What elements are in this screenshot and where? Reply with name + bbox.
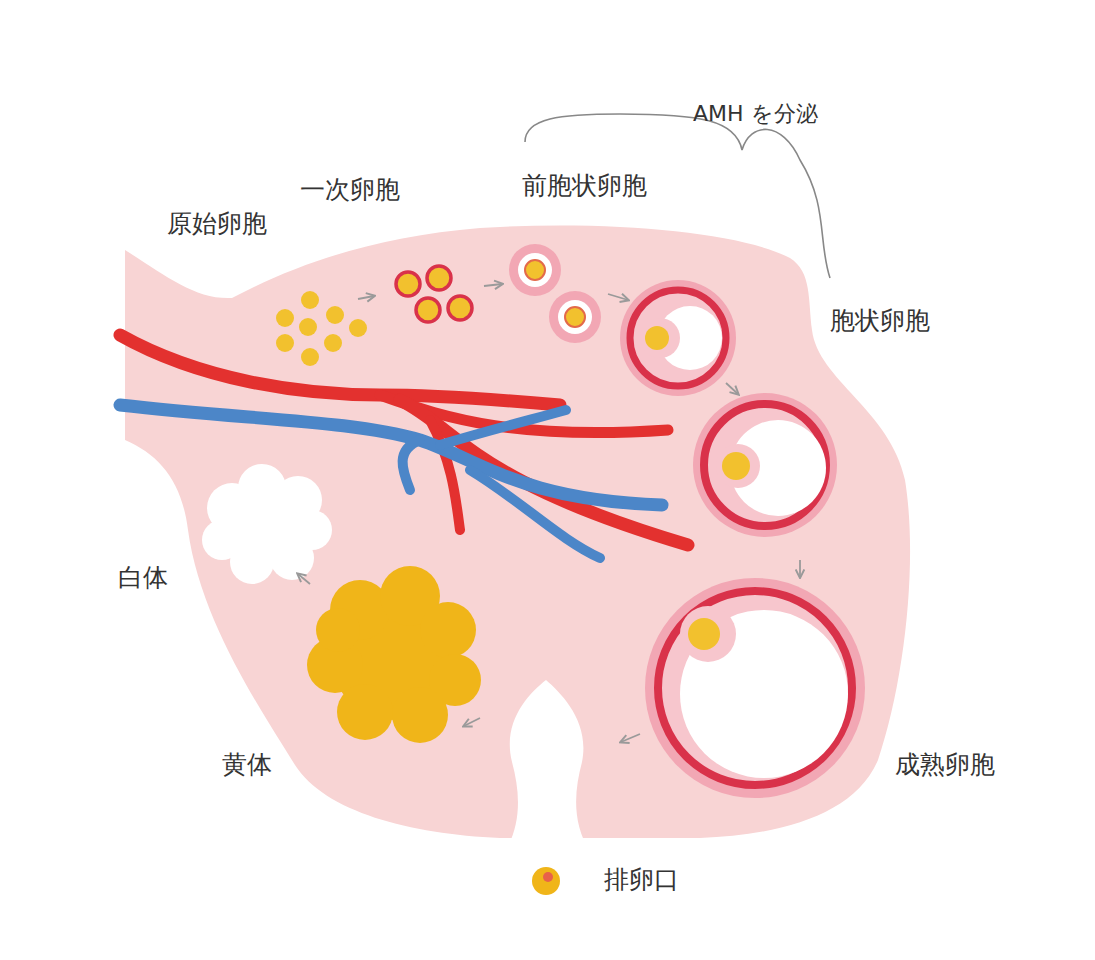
part-label: 黄体 xyxy=(222,750,272,780)
part-label: 排卵口 xyxy=(604,865,679,895)
blood-vessels xyxy=(120,335,688,558)
part-label: 原始卵胞 xyxy=(167,209,267,239)
part-label: 前胞状卵胞 xyxy=(522,171,647,201)
ovulated-oocyte xyxy=(532,867,560,895)
antral-follicle xyxy=(693,393,837,537)
primary-follicles xyxy=(396,266,472,322)
mature-follicle xyxy=(645,578,865,798)
part-label: AMH を分泌 xyxy=(693,101,818,127)
corpus-albicans xyxy=(202,464,332,584)
ovulation-opening xyxy=(505,680,590,852)
primordial-follicles xyxy=(276,291,367,366)
part-label: 白体 xyxy=(118,563,168,593)
part-label: 一次卵胞 xyxy=(300,175,400,205)
progress-arrows xyxy=(298,284,800,742)
part-label: 成熟卵胞 xyxy=(895,750,995,780)
antral-follicle xyxy=(620,280,736,396)
corpus-luteum xyxy=(307,566,481,743)
part-label: 胞状卵胞 xyxy=(830,306,930,336)
preantral-follicles xyxy=(509,244,601,343)
